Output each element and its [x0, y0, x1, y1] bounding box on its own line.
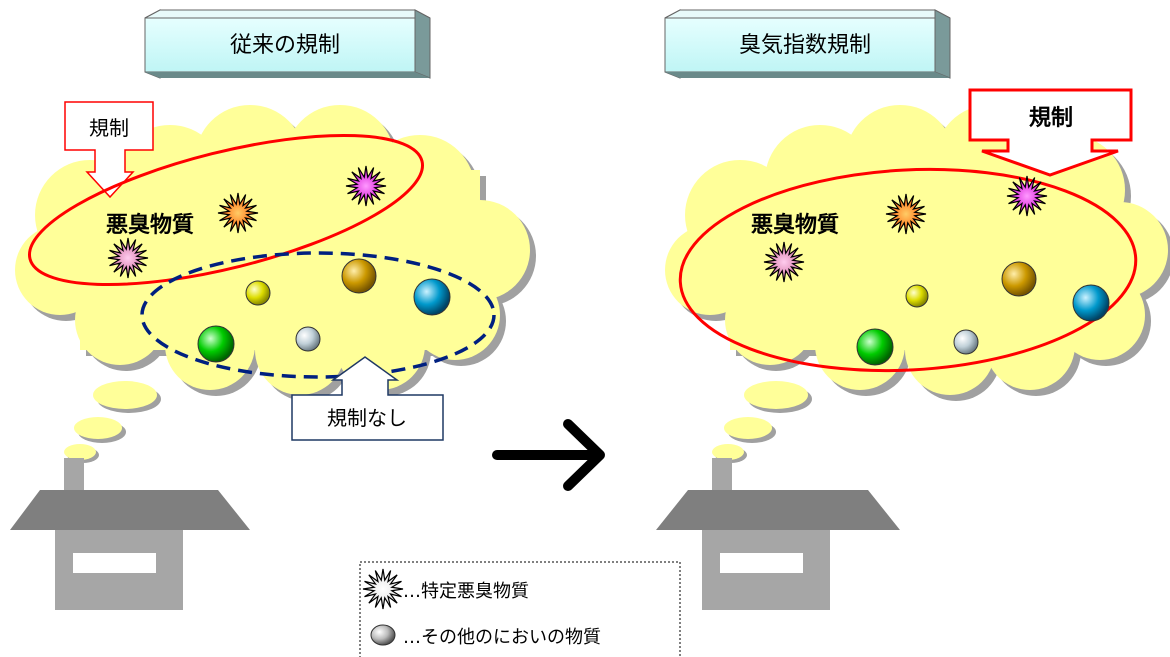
left-header: 従来の規制	[144, 9, 431, 79]
right-factory-icon	[656, 458, 900, 610]
right-regulated-callout: 規制	[968, 88, 1133, 177]
left-cloud-label: 悪臭物質	[106, 212, 194, 238]
left-header-title: 従来の規制	[230, 33, 340, 58]
left-unregulated-label: 規制なし	[327, 406, 407, 430]
transition-arrow-icon	[492, 419, 605, 491]
legend-label: …その他のにおいの物質	[403, 627, 601, 648]
left-factory-icon	[10, 458, 250, 610]
sphere-icon	[245, 280, 271, 306]
starburst-icon	[1006, 175, 1048, 217]
left-unregulated-outline	[140, 251, 496, 379]
legend: …特定悪臭物質 …その他のにおいの物質	[359, 561, 681, 657]
starburst-icon	[885, 193, 927, 235]
sphere-icon	[1072, 284, 1110, 322]
right-header: 臭気指数規制	[664, 9, 951, 79]
right-regulated-outline	[678, 167, 1138, 373]
left-unregulated-callout: 規制なし	[291, 356, 444, 441]
right-panel: 臭気指数規制	[656, 9, 1170, 610]
legend-item: …その他のにおいの物質	[370, 624, 601, 648]
sphere-icon	[197, 325, 235, 363]
right-regulated-label: 規制	[1029, 106, 1073, 131]
legend-label: …特定悪臭物質	[403, 581, 529, 602]
sphere-icon	[370, 624, 396, 646]
sphere-icon	[856, 328, 894, 366]
right-cloud-label: 悪臭物質	[751, 212, 839, 238]
sphere-icon	[295, 326, 321, 352]
starburst-icon	[217, 192, 259, 234]
sphere-icon	[953, 329, 979, 355]
left-panel: 従来の規制	[10, 9, 536, 610]
sphere-icon	[905, 284, 929, 308]
starburst-icon	[345, 165, 387, 207]
left-regulated-outline	[27, 133, 425, 287]
starburst-icon	[107, 237, 149, 279]
right-header-title: 臭気指数規制	[739, 33, 871, 58]
sphere-icon	[1001, 261, 1037, 297]
sphere-icon	[413, 278, 451, 316]
legend-item: …特定悪臭物質	[362, 568, 529, 610]
starburst-icon	[362, 568, 404, 610]
left-regulated-label: 規制	[89, 116, 129, 140]
starburst-icon	[763, 241, 805, 283]
sphere-icon	[341, 258, 377, 294]
